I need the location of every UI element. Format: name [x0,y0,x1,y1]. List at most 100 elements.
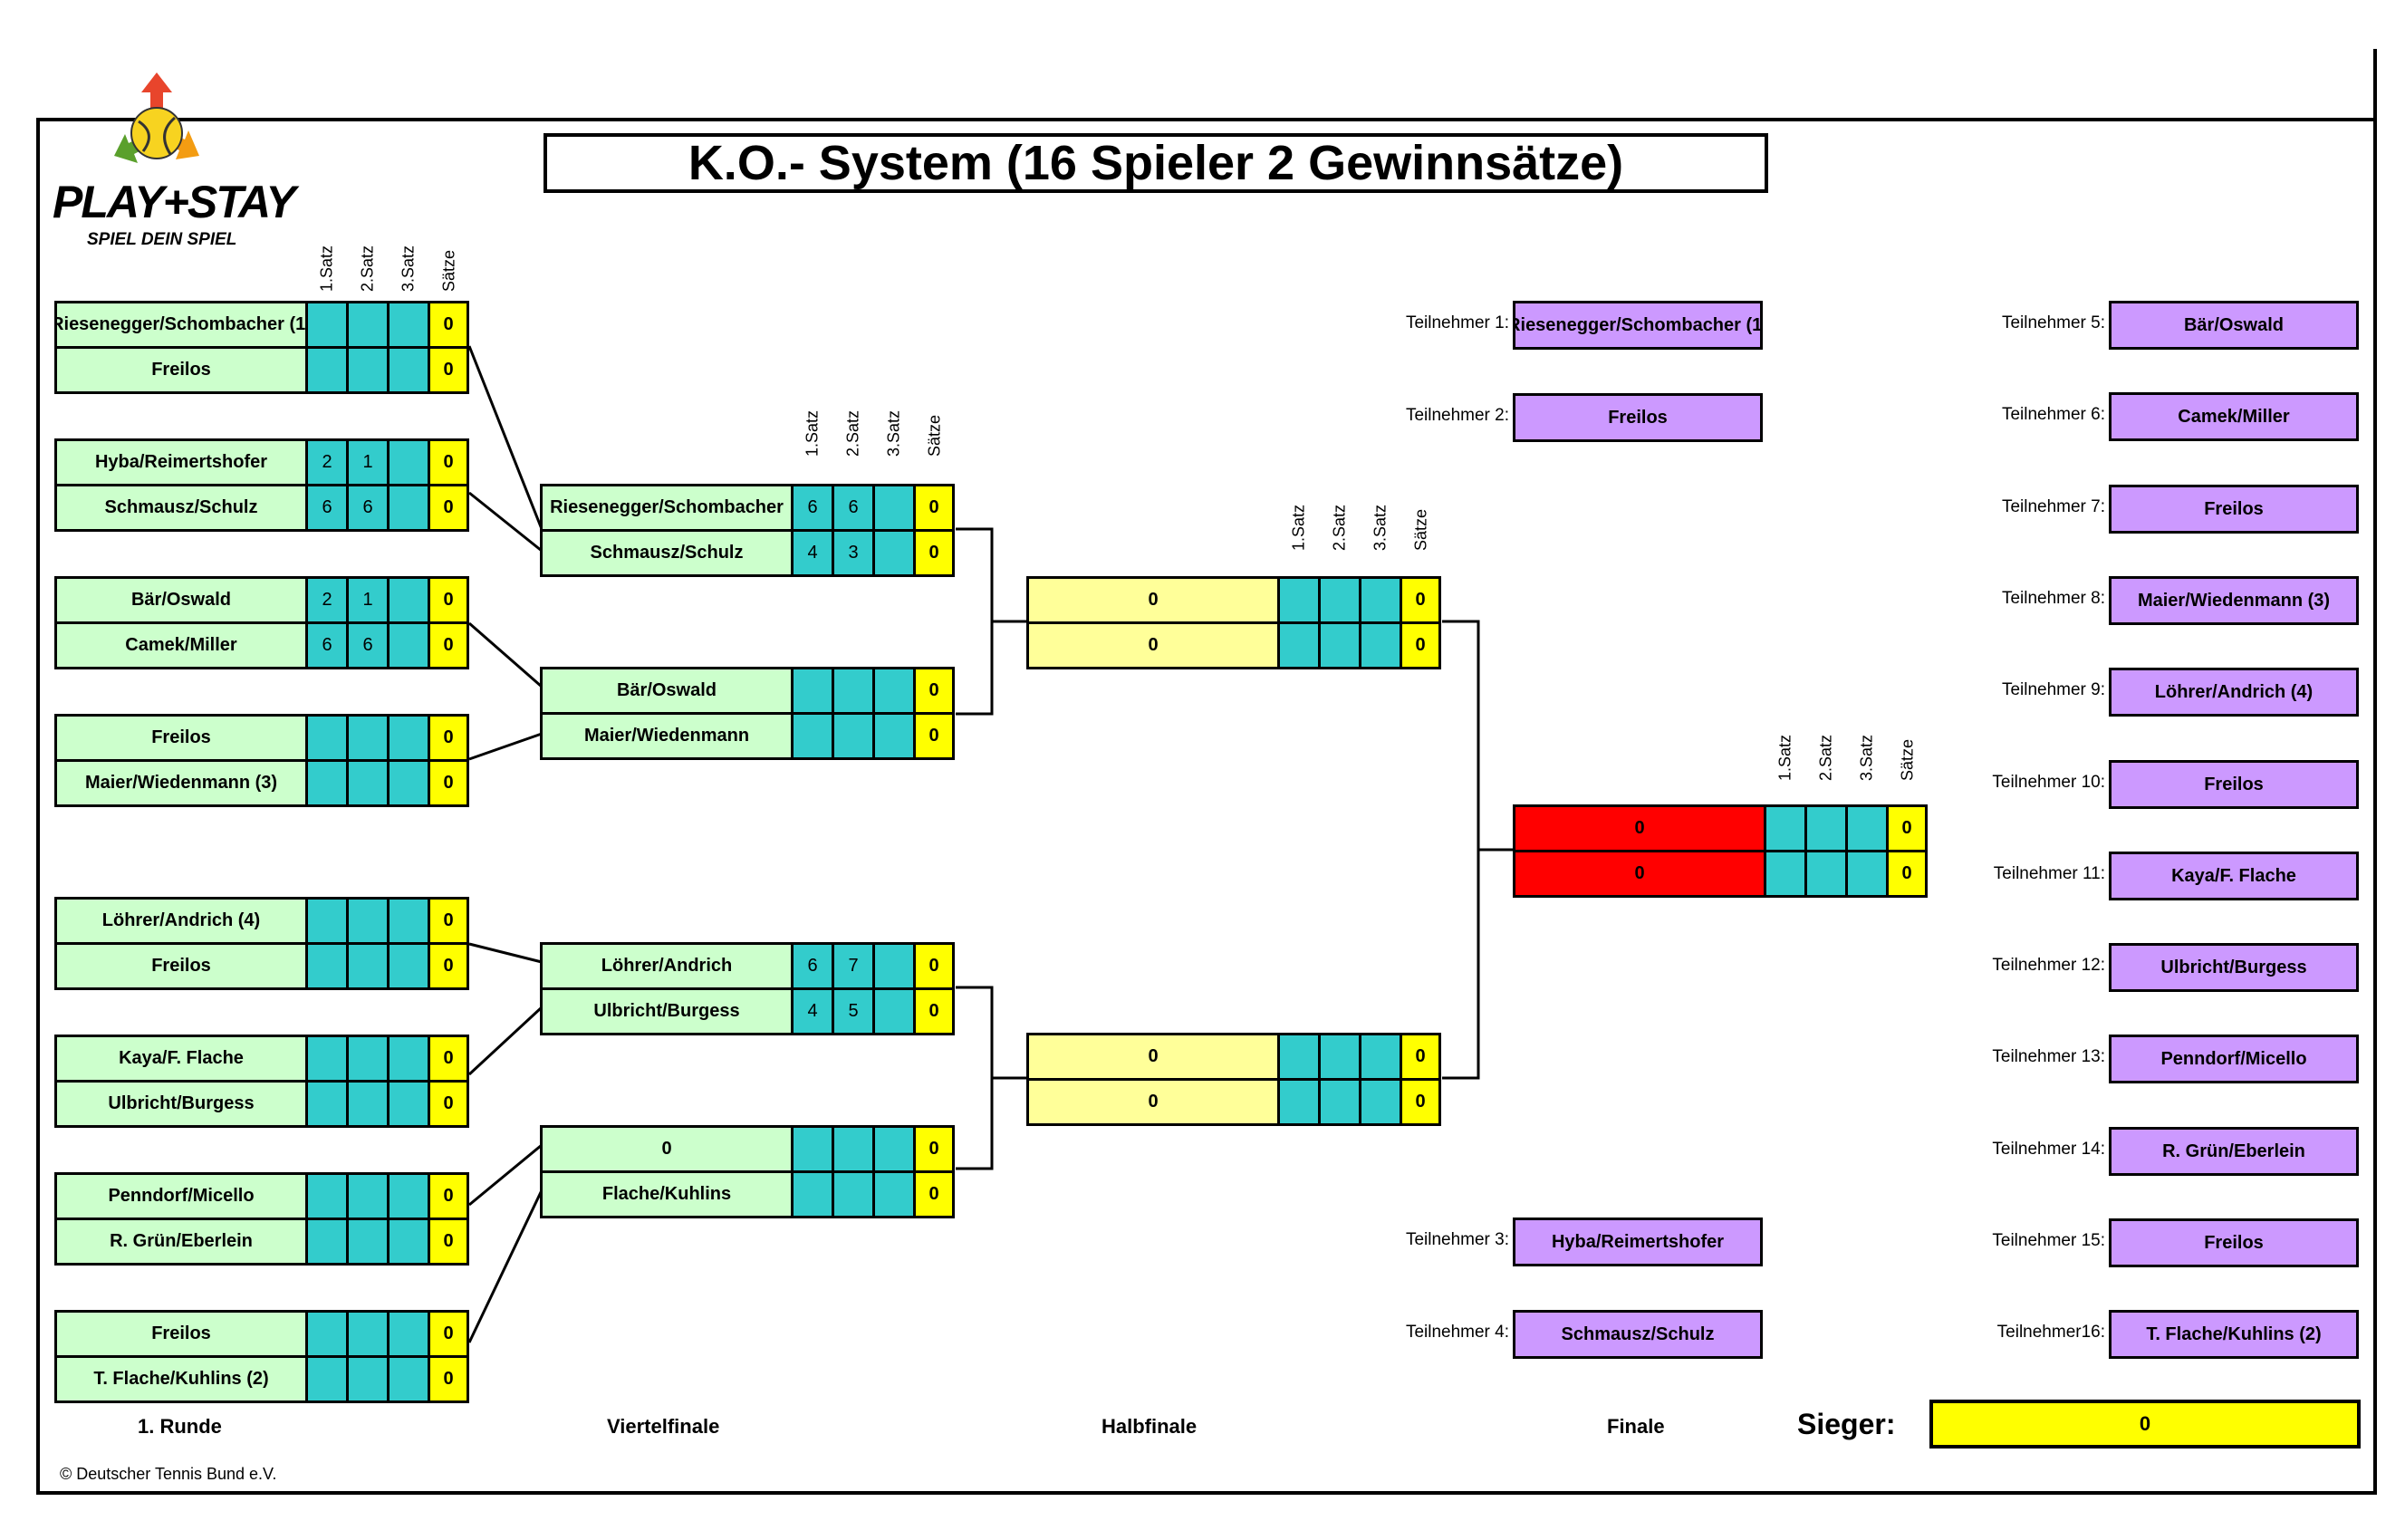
set-score-cell[interactable] [346,897,390,945]
set-score-cell[interactable] [1764,804,1807,852]
sets-won-cell[interactable]: 0 [428,1355,469,1403]
set-score-cell[interactable]: 4 [791,987,834,1035]
sets-won-cell[interactable]: 0 [428,942,469,990]
set-score-cell[interactable] [305,897,349,945]
sets-won-cell[interactable]: 0 [428,346,469,394]
winner-field[interactable]: 0 [1929,1400,2361,1449]
sets-won-cell[interactable]: 0 [913,529,955,577]
set-score-cell[interactable] [387,438,430,486]
set-score-cell[interactable] [387,759,430,807]
set-score-cell[interactable] [1359,621,1402,669]
sets-won-cell[interactable]: 0 [428,1035,469,1083]
set-score-cell[interactable] [1318,1033,1361,1081]
set-score-cell[interactable]: 6 [305,621,349,669]
set-score-cell[interactable] [1318,1078,1361,1126]
player-name[interactable]: Maier/Wiedenmann [540,712,794,760]
set-score-cell[interactable] [832,667,875,715]
participant-field[interactable]: Freilos [2109,760,2359,809]
set-score-cell[interactable] [872,667,916,715]
set-score-cell[interactable] [387,942,430,990]
set-score-cell[interactable] [387,1355,430,1403]
sets-won-cell[interactable]: 0 [1400,621,1441,669]
player-name[interactable]: 0 [540,1125,794,1173]
set-score-cell[interactable] [872,1125,916,1173]
player-name[interactable]: T. Flache/Kuhlins (2) [54,1355,308,1403]
set-score-cell[interactable]: 6 [346,621,390,669]
set-score-cell[interactable]: 2 [305,438,349,486]
sets-won-cell[interactable]: 0 [913,987,955,1035]
set-score-cell[interactable] [387,714,430,762]
set-score-cell[interactable] [1277,621,1321,669]
set-score-cell[interactable]: 6 [832,484,875,532]
player-name[interactable]: Penndorf/Micello [54,1172,308,1220]
set-score-cell[interactable] [791,667,834,715]
player-name[interactable]: Schmausz/Schulz [54,484,308,532]
set-score-cell[interactable] [387,897,430,945]
participant-field[interactable]: Schmausz/Schulz [1513,1310,1763,1359]
player-name[interactable]: Bär/Oswald [540,667,794,715]
set-score-cell[interactable] [387,484,430,532]
player-name[interactable]: Freilos [54,714,308,762]
set-score-cell[interactable] [1845,850,1889,898]
participant-field[interactable]: Freilos [2109,1218,2359,1267]
set-score-cell[interactable] [305,759,349,807]
participant-field[interactable]: R. Grün/Eberlein [2109,1127,2359,1176]
set-score-cell[interactable] [1804,804,1848,852]
set-score-cell[interactable] [305,942,349,990]
set-score-cell[interactable] [305,301,349,349]
player-name[interactable]: Riesenegger/Schombacher (1) [54,301,308,349]
set-score-cell[interactable] [1359,576,1402,624]
set-score-cell[interactable] [346,1035,390,1083]
set-score-cell[interactable] [791,1170,834,1218]
player-name[interactable]: Löhrer/Andrich [540,942,794,990]
set-score-cell[interactable] [346,1080,390,1128]
participant-field[interactable]: Freilos [2109,485,2359,534]
set-score-cell[interactable] [346,942,390,990]
set-score-cell[interactable] [387,1310,430,1358]
set-score-cell[interactable] [872,987,916,1035]
set-score-cell[interactable]: 6 [791,942,834,990]
set-score-cell[interactable] [872,529,916,577]
player-name[interactable]: Freilos [54,346,308,394]
set-score-cell[interactable] [387,576,430,624]
set-score-cell[interactable] [1764,850,1807,898]
set-score-cell[interactable]: 6 [791,484,834,532]
set-score-cell[interactable] [387,346,430,394]
set-score-cell[interactable] [346,759,390,807]
set-score-cell[interactable] [832,1170,875,1218]
sets-won-cell[interactable]: 0 [428,714,469,762]
sets-won-cell[interactable]: 0 [1886,804,1928,852]
sets-won-cell[interactable]: 0 [428,897,469,945]
player-name[interactable]: Bär/Oswald [54,576,308,624]
sets-won-cell[interactable]: 0 [913,484,955,532]
set-score-cell[interactable] [791,712,834,760]
set-score-cell[interactable] [387,1172,430,1220]
set-score-cell[interactable]: 6 [305,484,349,532]
set-score-cell[interactable] [305,346,349,394]
set-score-cell[interactable] [346,1355,390,1403]
player-name[interactable]: Riesenegger/Schombacher [540,484,794,532]
sets-won-cell[interactable]: 0 [1400,1033,1441,1081]
set-score-cell[interactable] [1318,576,1361,624]
set-score-cell[interactable] [1359,1078,1402,1126]
sets-won-cell[interactable]: 0 [1886,850,1928,898]
set-score-cell[interactable] [305,1080,349,1128]
sets-won-cell[interactable]: 0 [913,1125,955,1173]
set-score-cell[interactable] [832,712,875,760]
sets-won-cell[interactable]: 0 [1400,1078,1441,1126]
player-name[interactable]: Ulbricht/Burgess [54,1080,308,1128]
sets-won-cell[interactable]: 0 [428,1172,469,1220]
set-score-cell[interactable] [1318,621,1361,669]
player-name[interactable]: 0 [1026,621,1280,669]
set-score-cell[interactable]: 4 [791,529,834,577]
set-score-cell[interactable]: 5 [832,987,875,1035]
player-name[interactable]: Freilos [54,1310,308,1358]
set-score-cell[interactable] [387,1218,430,1266]
sets-won-cell[interactable]: 0 [428,484,469,532]
participant-field[interactable]: Ulbricht/Burgess [2109,943,2359,992]
participant-field[interactable]: Freilos [1513,393,1763,442]
set-score-cell[interactable] [346,301,390,349]
set-score-cell[interactable] [872,484,916,532]
sets-won-cell[interactable]: 0 [428,1218,469,1266]
sets-won-cell[interactable]: 0 [428,1310,469,1358]
